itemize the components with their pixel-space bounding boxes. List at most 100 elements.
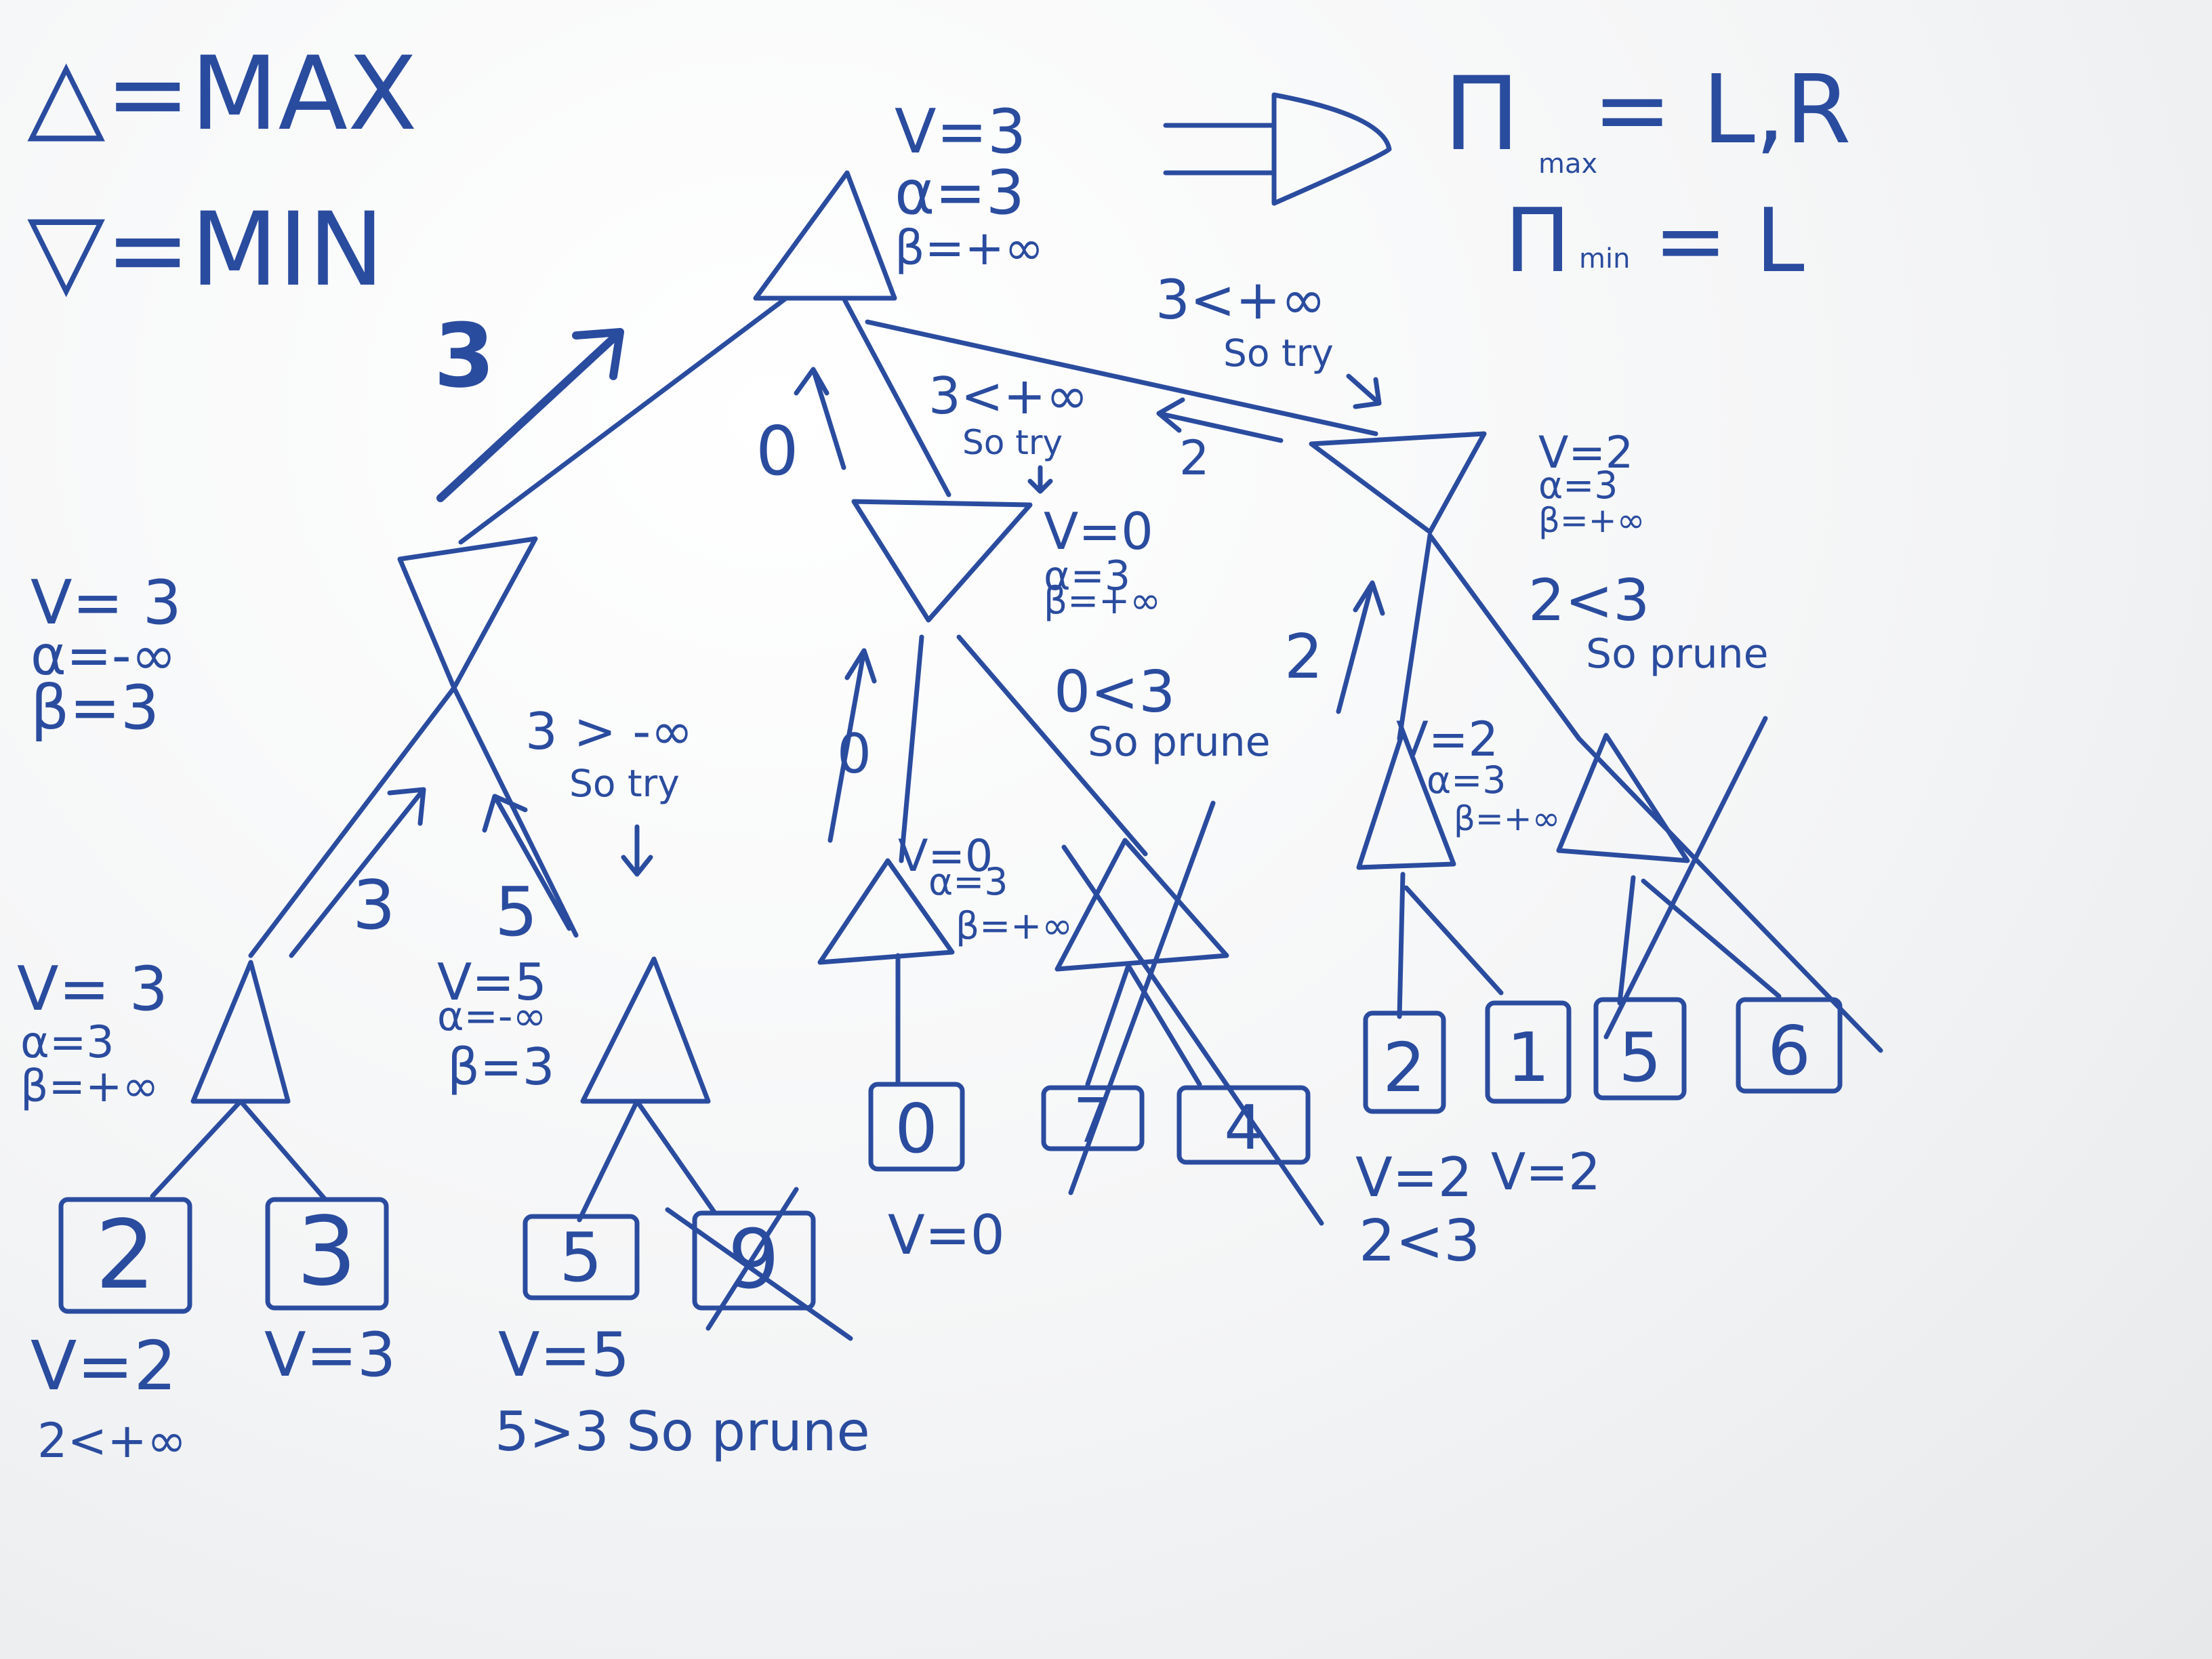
arrow-minleft-lr: 5 [482, 794, 572, 951]
leaf-2: 2 V=2 2<+∞ [30, 1197, 192, 1469]
min-left-alpha: α=-∞ [30, 624, 176, 687]
edge-root-right-label: 2 [1179, 430, 1210, 486]
max-lr-beta: β=3 [447, 1037, 554, 1097]
max-node-ll [190, 960, 291, 1104]
min-right-note1: 3<+∞ [1155, 268, 1326, 331]
min-right-note2: So try [1223, 331, 1334, 375]
edge-root-left-label: 3 [434, 304, 495, 407]
root-alpha: α=3 [895, 157, 1025, 228]
min-right-v: V=2 [1538, 428, 1633, 478]
policy-max-value: = L,R [1593, 55, 1851, 165]
leaf-3-value: 3 [296, 1197, 356, 1307]
min-mid-v: V=0 [1044, 501, 1153, 561]
max-ll-v: V= 3 [17, 954, 168, 1025]
max-ll-beta: β=+∞ [20, 1061, 159, 1112]
min-mid-note1: 3<+∞ [928, 366, 1088, 426]
max-rl-v: V=2 [1396, 712, 1498, 767]
policy-max: Π max = L,R [1443, 55, 1851, 180]
legend: △=MAX ▽=MIN [27, 35, 417, 309]
leaf-6-pruned: 6 [1736, 997, 1843, 1094]
arrow-minright-left: 2 [1284, 580, 1385, 714]
arrow-minleft-ll: 3 [289, 787, 426, 958]
policy-max-subscript: max [1538, 148, 1597, 180]
edge-minright-left [1397, 533, 1433, 741]
edge-minleft-b-label: 5 [495, 872, 538, 951]
min-left-beta: β=3 [30, 672, 159, 743]
max-rl-beta: β=+∞ [1454, 799, 1560, 838]
max-ml-alpha: α=3 [928, 860, 1008, 903]
policy-min-subscript: min [1579, 243, 1630, 274]
max-rl-alpha: α=3 [1427, 758, 1506, 802]
leaf-1-v: V=2 [1491, 1142, 1601, 1202]
min-right-prune2: So prune [1586, 630, 1769, 678]
edge-minleft-ll [248, 685, 457, 958]
edge-root-left [458, 295, 789, 545]
leaf-3: 3 V=3 [264, 1197, 396, 1391]
edges-maxll-leaves [150, 1099, 328, 1202]
leaf-0: 0 V=0 [868, 1082, 1005, 1267]
legend-min: ▽=MIN [27, 191, 384, 309]
leaf-2r-value: 2 [1382, 1028, 1426, 1107]
max-rl-annotations: V=2 α=3 β=+∞ [1396, 712, 1560, 838]
leaf-3-v: V=3 [264, 1319, 396, 1391]
leaf-1-value: 1 [1507, 1018, 1550, 1097]
leaf-9-pruned: 9 [665, 1187, 853, 1341]
leaf-2-value: 2 [95, 1200, 155, 1311]
edge-minleft-lr [451, 685, 579, 938]
leaf-2r-note: 2<3 [1359, 1208, 1480, 1275]
edge-minmid-left [899, 634, 924, 863]
max-ml-v: V=0 [898, 831, 993, 882]
leaf-1: 1 V=2 [1485, 1000, 1601, 1202]
edge-minleft-a-label: 3 [352, 865, 396, 945]
edges-maxmr-leaves [1085, 963, 1202, 1087]
min-right-annotations: 3<+∞ So try V=2 α=3 β=+∞ 2<3 So prune [1155, 268, 1769, 678]
min-left-note2: So try [569, 762, 680, 805]
leaf-4-pruned: 4 [1176, 1085, 1311, 1165]
root-annotations: V=3 α=3 β=+∞ [895, 96, 1044, 276]
edges-maxlr-leaves [577, 1099, 718, 1223]
min-node-right [1309, 431, 1487, 535]
arrow-root-left: 3 [434, 304, 624, 502]
leaf-2-note: 2<+∞ [37, 1413, 186, 1469]
leaf-2r-v: V=2 [1355, 1146, 1473, 1209]
max-ml-annotations: V=0 α=3 β=+∞ [898, 831, 1073, 947]
policy-min: Π min = L [1504, 189, 1805, 292]
min-right-beta: β=+∞ [1538, 501, 1645, 540]
min-mid-prune1: 0<3 [1054, 659, 1175, 726]
max-ll-alpha: α=3 [20, 1017, 115, 1068]
policy-min-value: = L [1654, 189, 1805, 292]
max-node-rl [1356, 729, 1456, 870]
edge-root-right [865, 319, 1378, 436]
arrow-root-mid: 0 [756, 367, 846, 491]
edges-maxrr-leaves [1617, 875, 1782, 1006]
min-left-annotations: V= 3 α=-∞ β=3 3 > -∞ So try [30, 567, 693, 877]
leaf-7-pruned: 7 [1041, 1085, 1145, 1157]
leaf-6-value: 6 [1767, 1011, 1811, 1090]
edge-minright-label: 2 [1284, 621, 1323, 693]
root-beta: β=+∞ [895, 220, 1044, 276]
edge-minright-right [1427, 533, 1582, 741]
prune-cross-leaf-9 [665, 1187, 853, 1341]
min-mid-prune2: So prune [1088, 718, 1271, 766]
max-lr-v: V=5 [437, 952, 547, 1012]
leaf-2-v: V=2 [30, 1326, 177, 1406]
legend-max: △=MAX [27, 35, 417, 153]
min-right-alpha: α=3 [1538, 464, 1618, 507]
min-node-left [397, 536, 538, 691]
max-lr-annotations: V=5 α=-∞ β=3 [437, 952, 554, 1097]
leaf-5-v: V=5 [498, 1319, 630, 1391]
edge-root-mid-label: 0 [756, 411, 799, 491]
leaf-7-value: 7 [1073, 1086, 1111, 1157]
min-node-mid [851, 499, 1033, 623]
root-max-node [753, 170, 897, 301]
implies-arrow [1163, 92, 1392, 206]
max-ml-beta: β=+∞ [956, 904, 1073, 947]
min-mid-annotations: 3<+∞ So try V=0 α=3 β=+∞ 0<3 So prune [928, 366, 1271, 766]
leaf-5r-value: 5 [1618, 1018, 1662, 1097]
min-mid-alpha: α=3 [1044, 552, 1130, 600]
max-node-lr [580, 956, 711, 1104]
leaf-5-value: 5 [559, 1218, 602, 1297]
edge-root-mid [841, 295, 951, 497]
